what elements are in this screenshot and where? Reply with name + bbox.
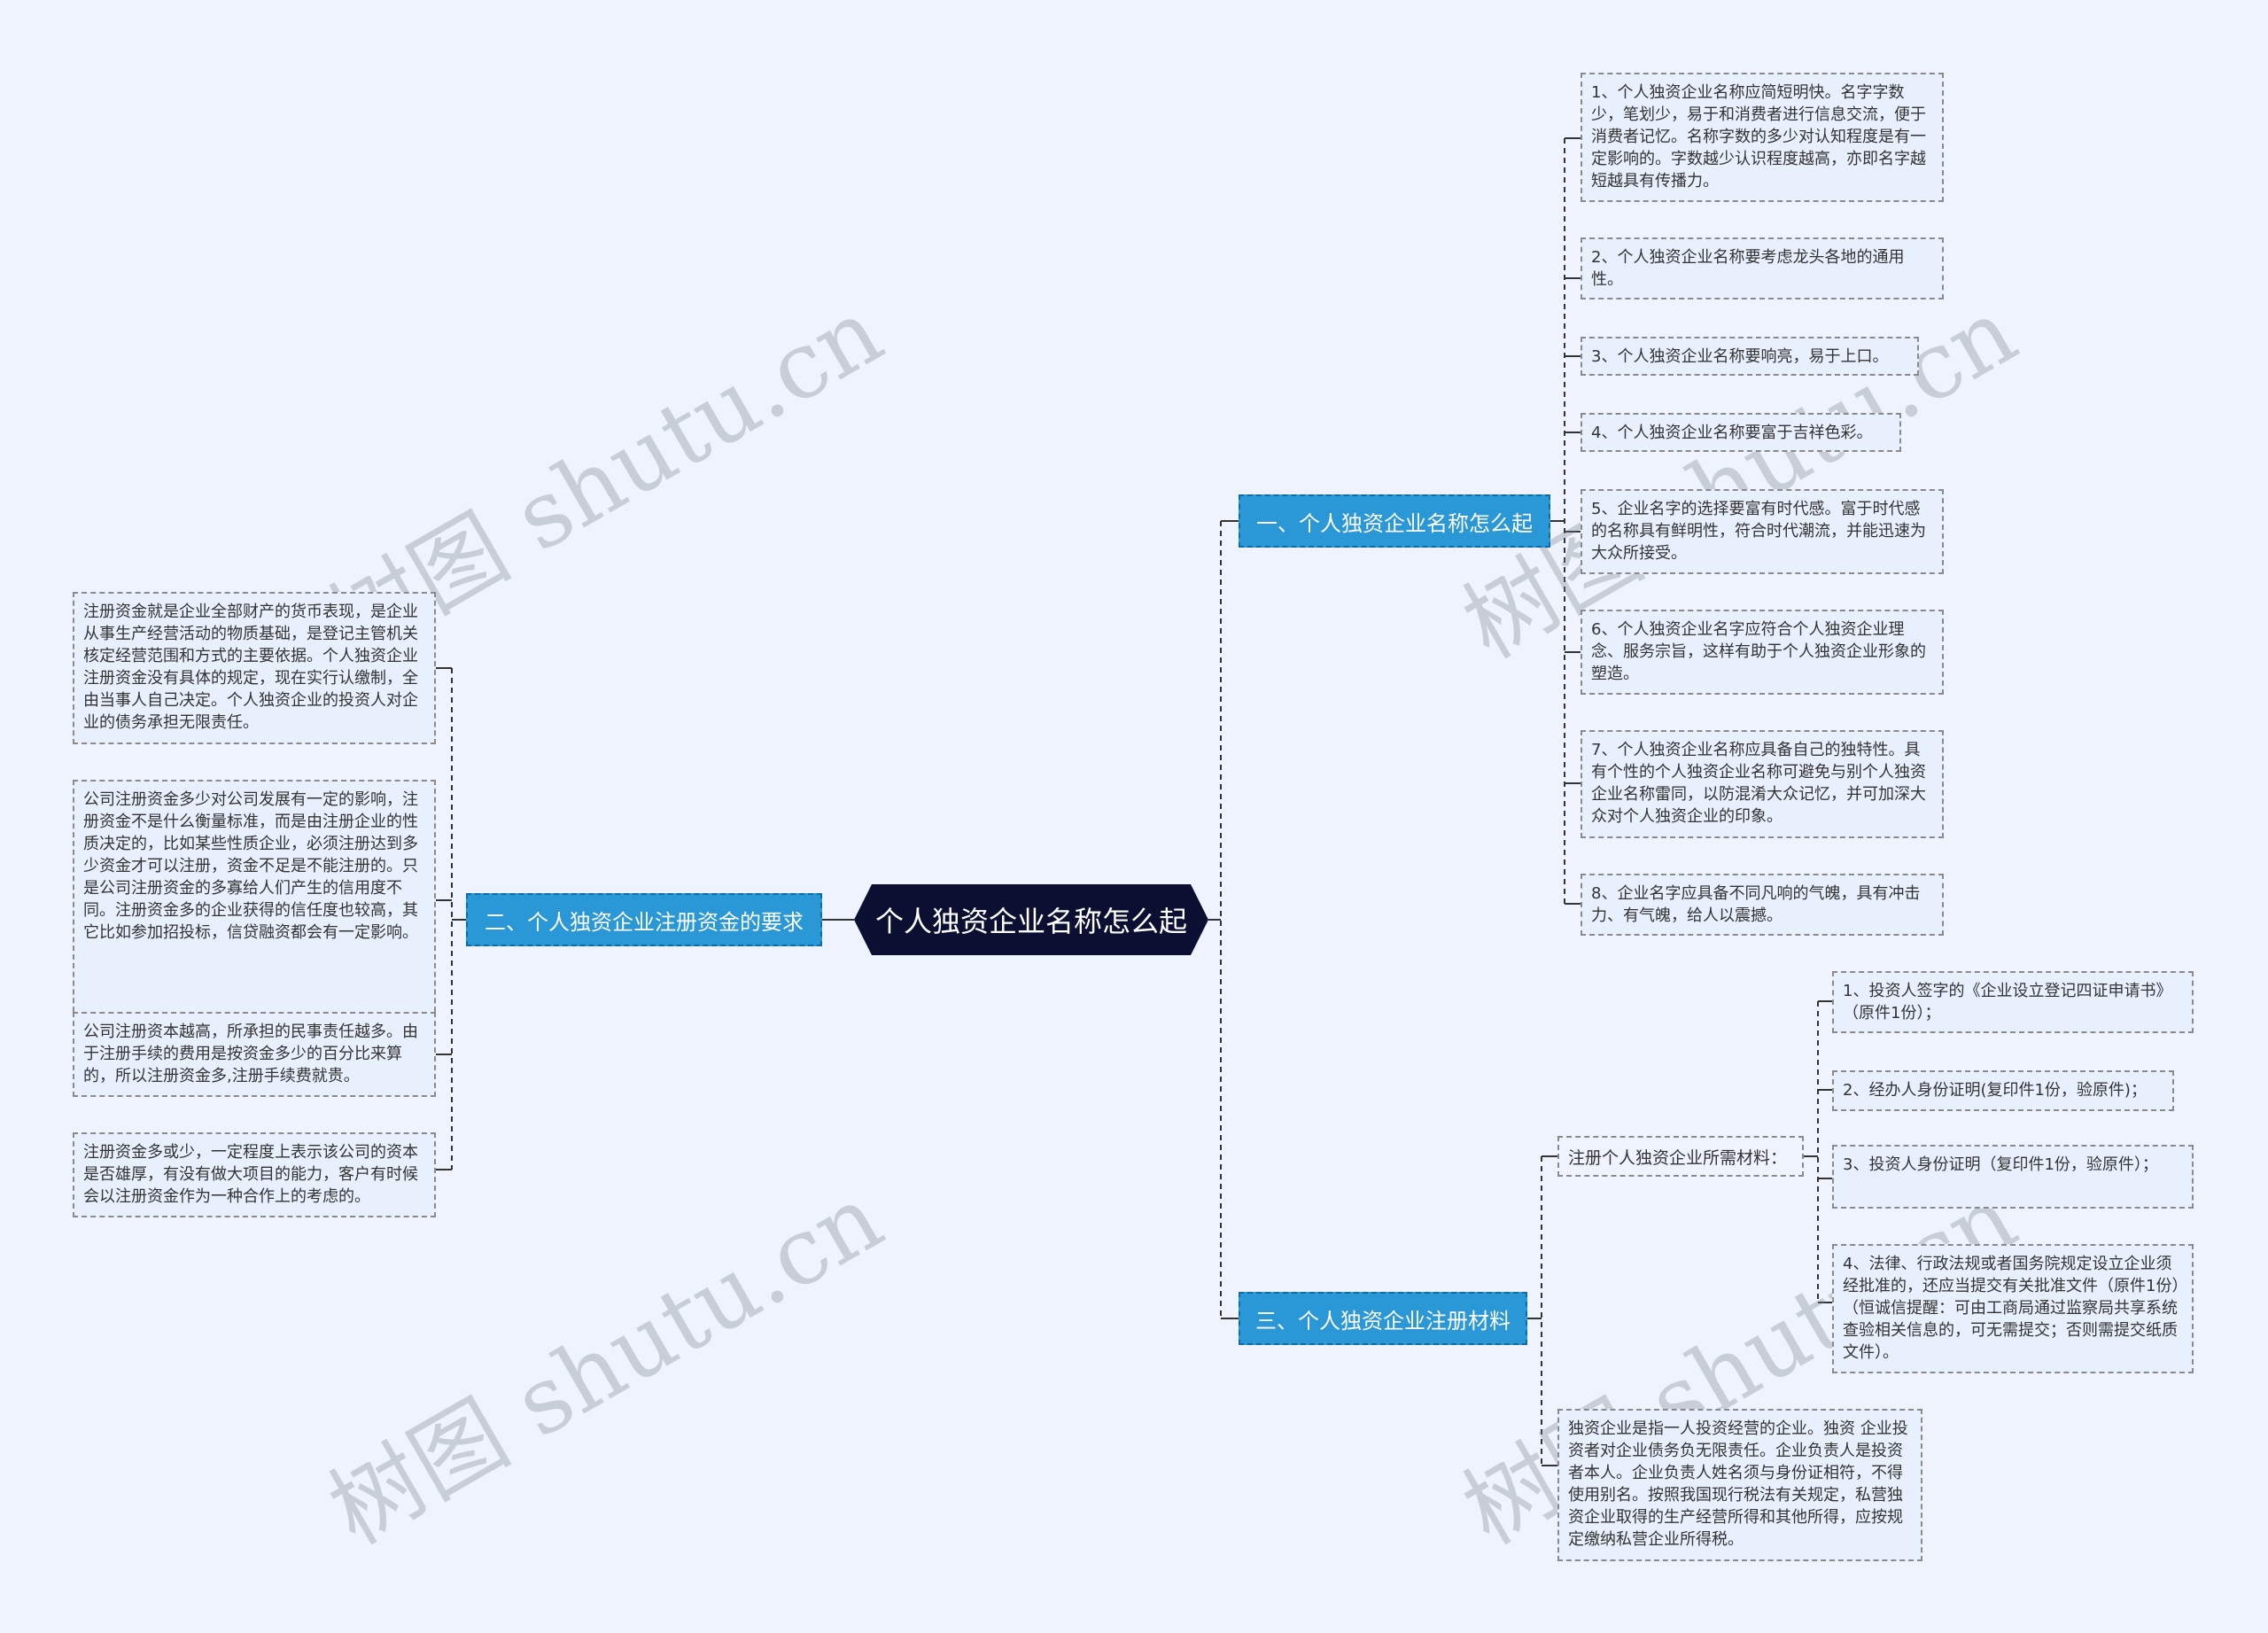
branch-name-tips[interactable]: 一、个人独资企业名称怎么起 <box>1239 494 1550 548</box>
leaf-name-tip-1[interactable]: 1、个人独资企业名称应简短明快。名字字数少，笔划少，易于和消费者进行信息交流，便… <box>1581 73 1944 202</box>
branch-registration-materials[interactable]: 三、个人独资企业注册材料 <box>1239 1292 1527 1345</box>
leaf-name-tip-7[interactable]: 7、个人独资企业名称应具备自己的独特性。具有个性的个人独资企业名称可避免与别个人… <box>1581 730 1944 838</box>
sub-topic-required-materials[interactable]: 注册个人独资企业所需材料： <box>1557 1136 1804 1177</box>
leaf-name-tip-8[interactable]: 8、企业名字应具备不同凡响的气魄，具有冲击力、有气魄，给人以震撼。 <box>1581 874 1944 936</box>
leaf-name-tip-4[interactable]: 4、个人独资企业名称要富于吉祥色彩。 <box>1581 413 1901 452</box>
branch-registered-capital[interactable]: 二、个人独资企业注册资金的要求 <box>466 893 822 946</box>
leaf-name-tip-6[interactable]: 6、个人独资企业名字应符合个人独资企业理念、服务宗旨，这样有助于个人独资企业形象… <box>1581 610 1944 695</box>
leaf-name-tip-2[interactable]: 2、个人独资企业名称要考虑龙头各地的通用性。 <box>1581 237 1944 299</box>
leaf-material-3[interactable]: 3、投资人身份证明（复印件1份，验原件）； <box>1832 1145 2194 1209</box>
leaf-capital-4[interactable]: 注册资金多或少，一定程度上表示该公司的资本是否雄厚，有没有做大项目的能力，客户有… <box>73 1132 436 1217</box>
central-topic[interactable]: 个人独资企业名称怎么起 <box>854 884 1208 955</box>
leaf-material-4[interactable]: 4、法律、行政法规或者国务院规定设立企业须经批准的，还应当提交有关批准文件（原件… <box>1832 1244 2194 1373</box>
leaf-capital-1[interactable]: 注册资金就是企业全部财产的货币表现，是企业从事生产经营活动的物质基础，是登记主管… <box>73 592 436 744</box>
leaf-material-1[interactable]: 1、投资人签字的《企业设立登记四证申请书》（原件1份）； <box>1832 971 2194 1033</box>
leaf-name-tip-3[interactable]: 3、个人独资企业名称要响亮，易于上口。 <box>1581 337 1919 376</box>
leaf-capital-3[interactable]: 公司注册资本越高，所承担的民事责任越多。由于注册手续的费用是按资金多少的百分比来… <box>73 1012 436 1097</box>
leaf-sole-proprietorship-note[interactable]: 独资企业是指一人投资经营的企业。独资 企业投资者对企业债务负无限责任。企业负责人… <box>1557 1409 1922 1561</box>
leaf-material-2[interactable]: 2、经办人身份证明(复印件1份，验原件)； <box>1832 1070 2174 1111</box>
leaf-capital-2[interactable]: 公司注册资金多少对公司发展有一定的影响，注册资金不是什么衡量标准，而是由注册企业… <box>73 780 436 1021</box>
leaf-name-tip-5[interactable]: 5、企业名字的选择要富有时代感。富于时代感的名称具有鲜明性，符合时代潮流，并能迅… <box>1581 489 1944 574</box>
